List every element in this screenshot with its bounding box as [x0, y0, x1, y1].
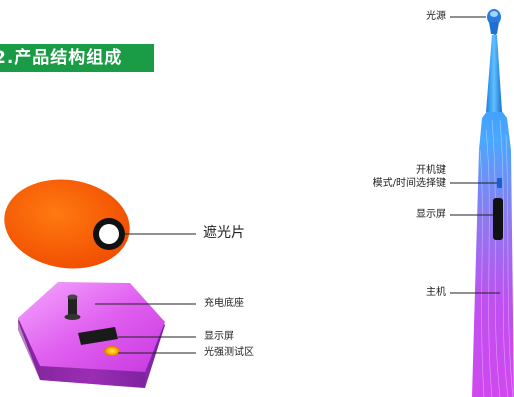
label-main-unit: 主机 [426, 287, 446, 298]
label-filter: 遮光片 [203, 225, 245, 241]
filter-disc [4, 179, 196, 269]
charging-base [18, 282, 196, 388]
handpiece [450, 9, 514, 397]
label-mode-time-key: 模式/时间选择键 [372, 178, 446, 189]
label-base-display: 显示屏 [204, 331, 234, 342]
label-charging-base: 充电底座 [204, 298, 244, 309]
label-light-source: 光源 [426, 11, 446, 22]
label-light-test-zone: 光强测试区 [204, 347, 254, 358]
label-power-key: 开机键 [416, 165, 446, 176]
section-title: 2.产品结构组成 [0, 44, 154, 72]
label-main-display: 显示屏 [416, 209, 446, 220]
